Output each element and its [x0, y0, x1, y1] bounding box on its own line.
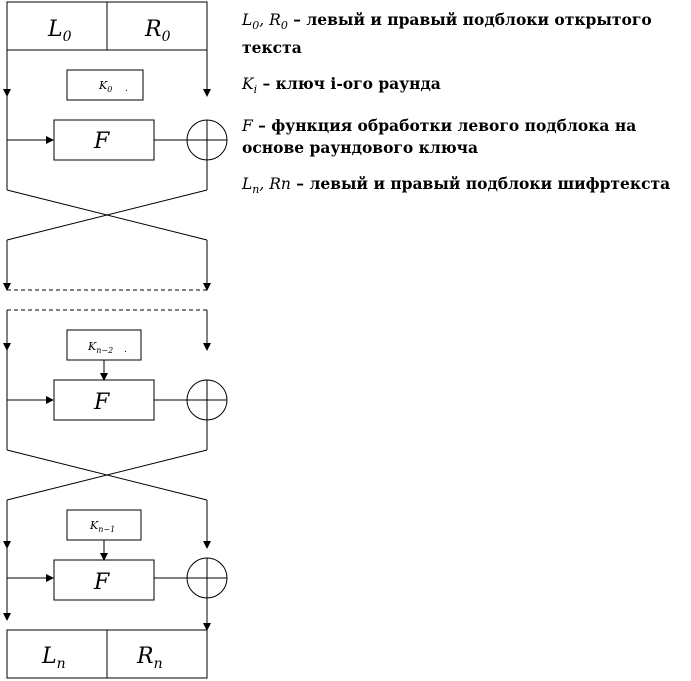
- legend-item-function: F – функция обработки левого подблока на…: [242, 116, 637, 158]
- legend-item-ciphertext: Ln, Rn – левый и правый подблоки шифртек…: [242, 174, 671, 197]
- legend: L0, R0 – левый и правый подблоки открыто…: [242, 9, 682, 215]
- round-1-key-dot: .: [125, 84, 128, 94]
- round-n-key-label: Kn−1: [89, 519, 115, 534]
- legend-item-plaintext: L0, R0 – левый и правый подблоки открыто…: [242, 10, 652, 58]
- legend-item-key: Ki – ключ i-ого раунда: [242, 74, 441, 97]
- round-1-key-label: K0: [98, 79, 112, 94]
- round-n: Kn−1 F: [3, 500, 228, 631]
- round-n-minus-1-key-label: Kn−2: [87, 340, 113, 355]
- plaintext-block: L0 R0: [6, 1, 208, 51]
- round-1-function-label: F: [93, 129, 110, 154]
- round-1: K0 . F: [3, 50, 228, 291]
- ciphertext-left-label: Ln: [41, 644, 66, 672]
- round-n-function-box: [53, 559, 155, 601]
- round-n-minus-1: Kn−2 . F: [3, 310, 228, 501]
- plaintext-left-label: L0: [47, 17, 72, 45]
- feistel-network-diagram: L0 R0 K0 . F Kn−2: [3, 1, 228, 679]
- ciphertext-right-label: Rn: [136, 644, 163, 672]
- round-n-minus-1-key-box: [66, 329, 142, 361]
- round-n-minus-1-function-label: F: [93, 390, 110, 415]
- round-1-key-box: [66, 69, 144, 101]
- ciphertext-block: Ln Rn: [6, 629, 208, 679]
- round-n-minus-1-key-dot: .: [124, 345, 127, 355]
- round-n-function-label: F: [93, 570, 110, 595]
- plaintext-right-label: R0: [144, 17, 171, 45]
